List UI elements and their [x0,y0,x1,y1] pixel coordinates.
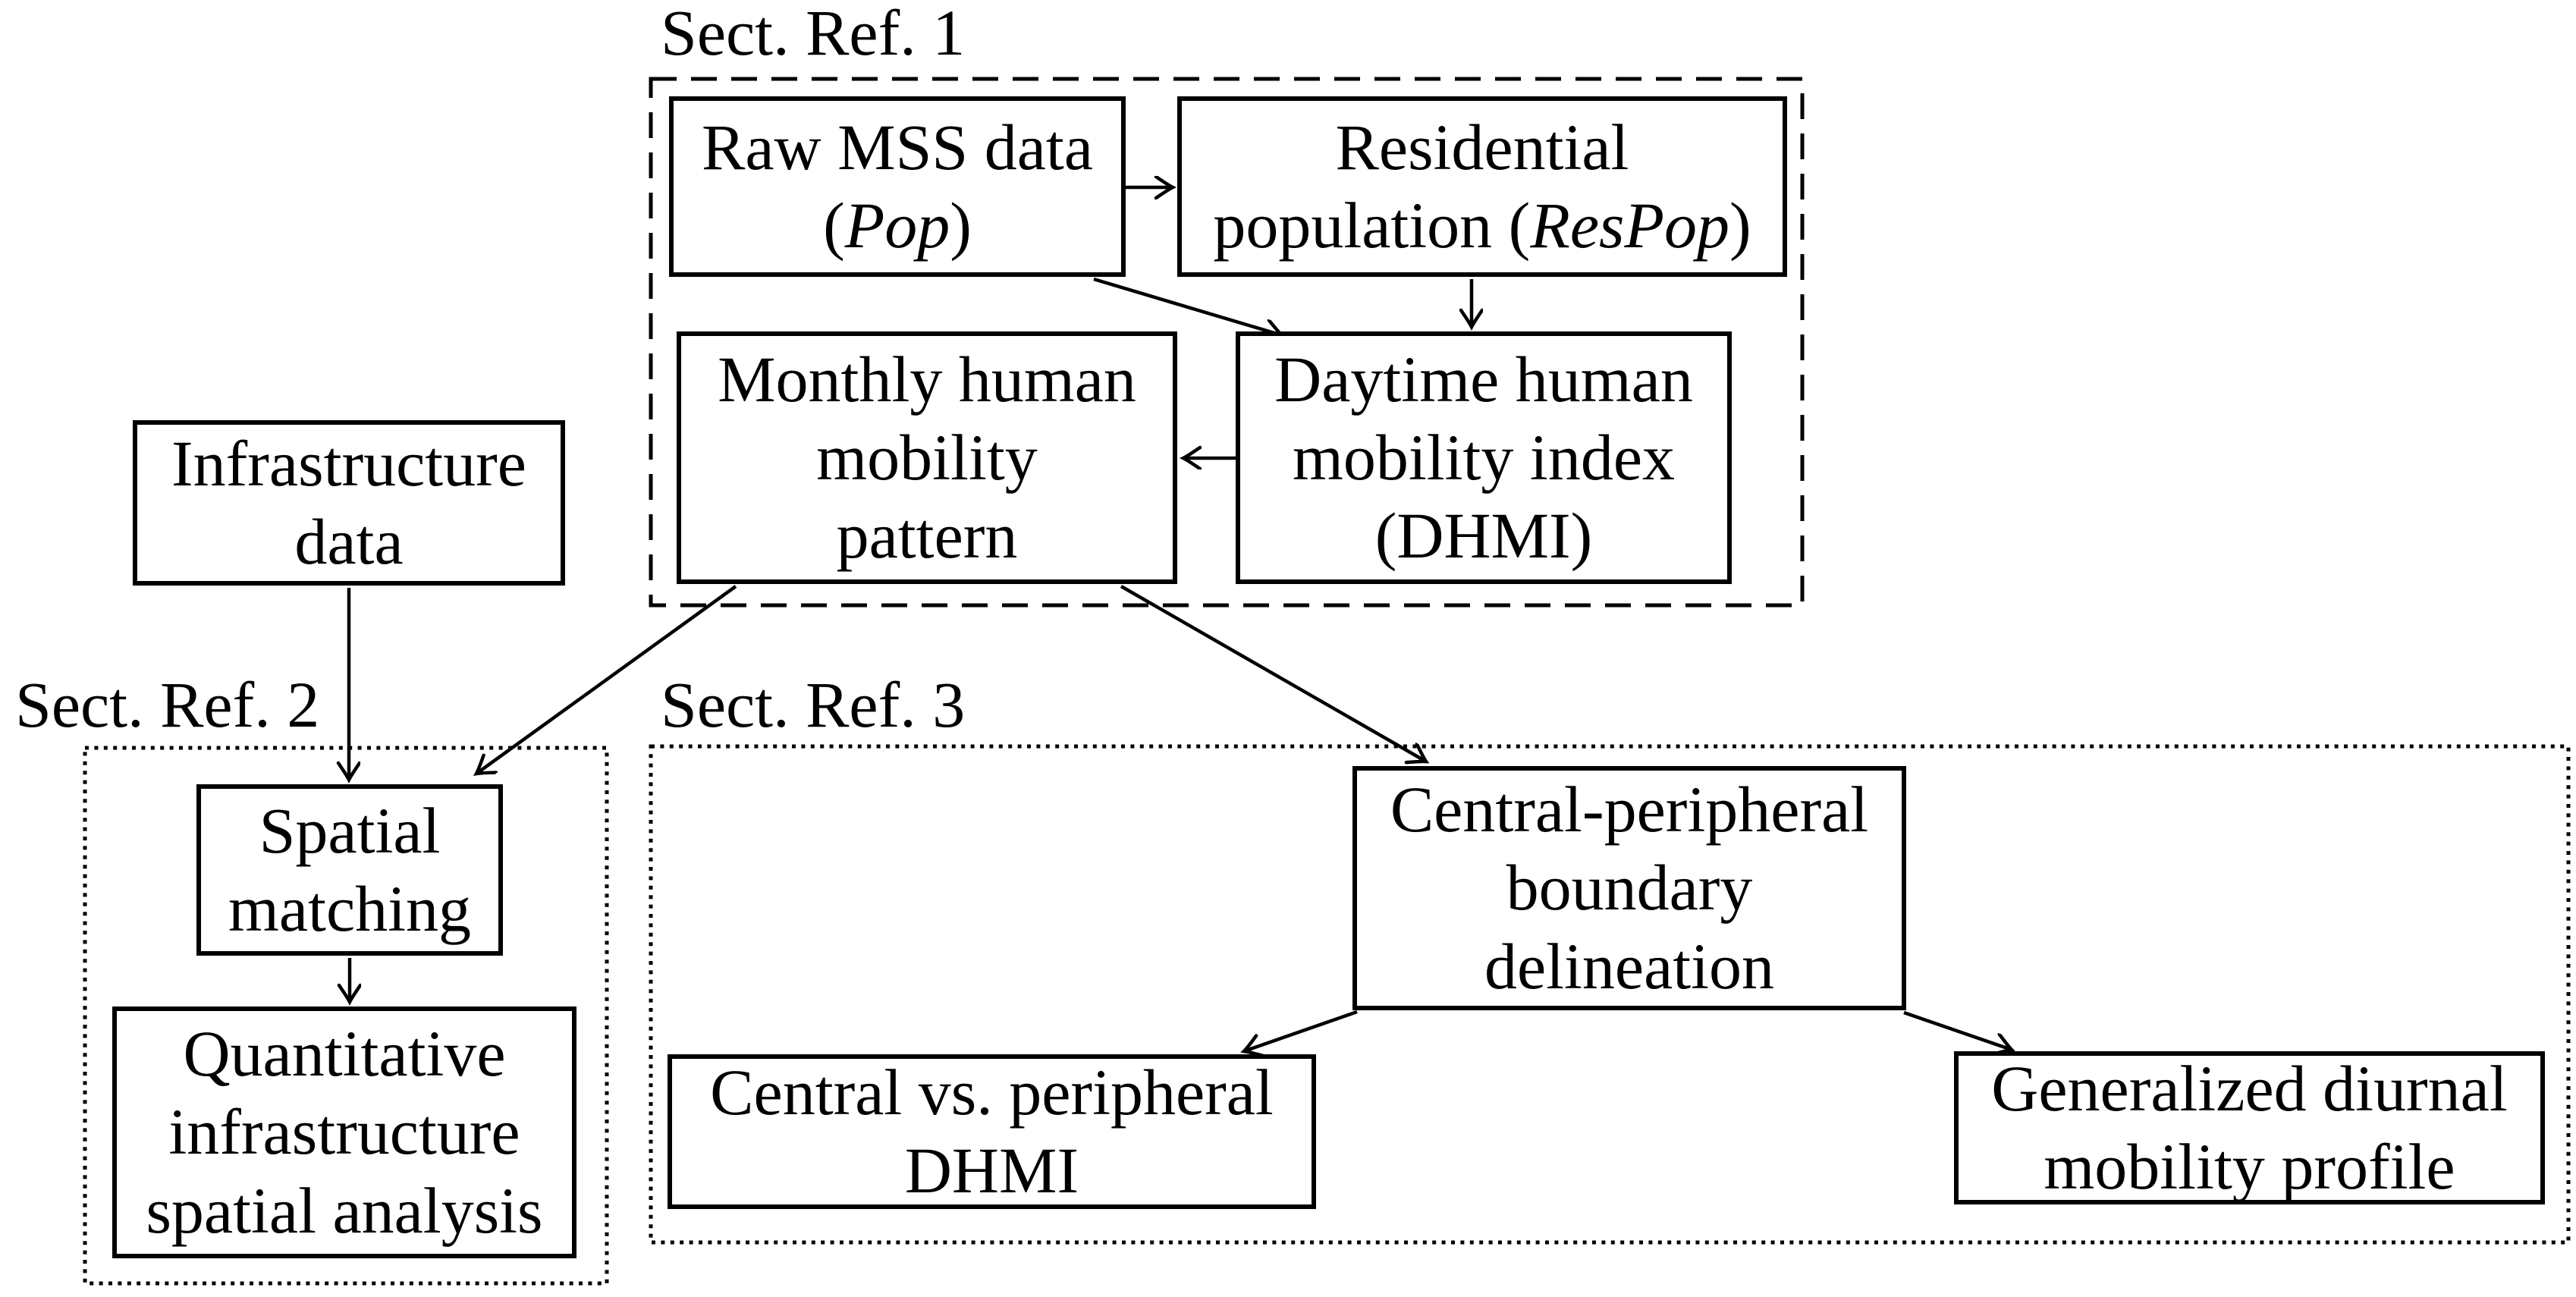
section-label-2: Sect. Ref. 2 [15,668,320,741]
node-raw-mss-data: Raw MSS data(Pop) [669,96,1126,277]
section1-dashed-border [649,77,1805,608]
section3-dotted-border [649,744,2571,1245]
edge-monthly-to-centralper-arrow [1120,585,1426,762]
edge-raw-to-dhmi-arrow [1093,277,1282,335]
edge-monthly-to-spatial-arrow [476,585,737,774]
section2-dotted-border [83,746,609,1286]
edge-centralper-to-centralvs-arrow [1244,1010,1358,1051]
section-label-1: Sect. Ref. 1 [661,0,966,69]
edge-centralper-to-generalized-arrow [1903,1010,2012,1050]
section-label-3: Sect. Ref. 3 [661,668,966,741]
